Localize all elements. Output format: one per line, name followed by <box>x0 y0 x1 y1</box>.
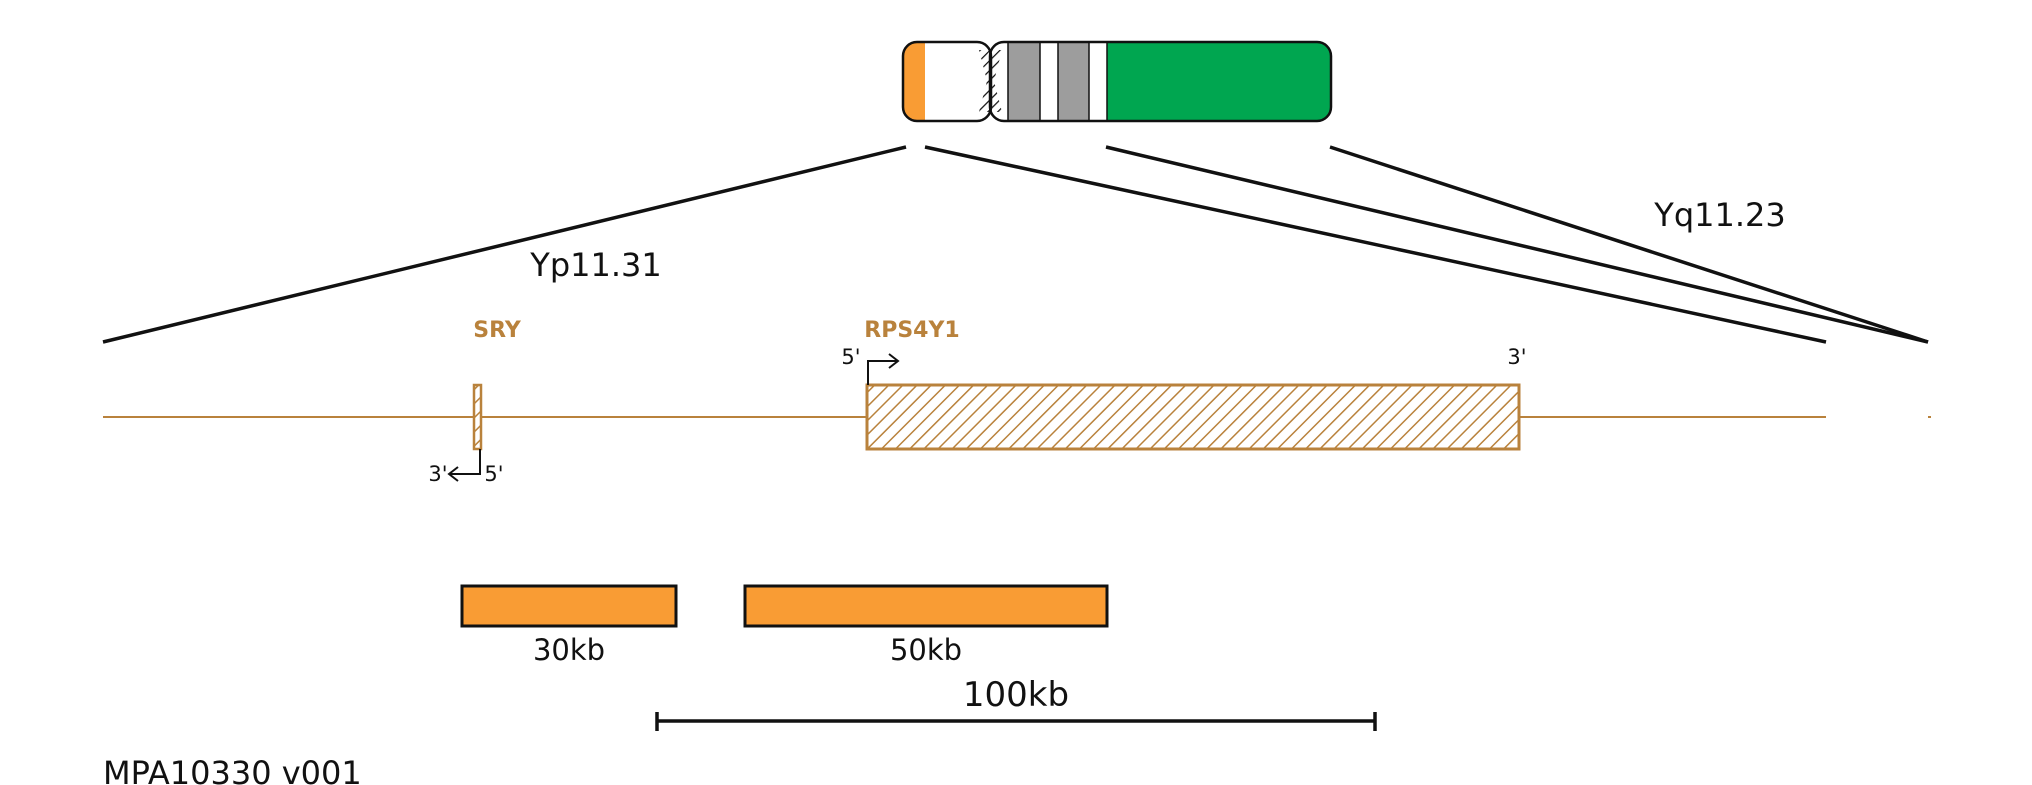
gene-sry: SRY 3' 5' <box>428 318 521 486</box>
zoom-line-p-left <box>102 145 907 344</box>
gene-rps4y1-body <box>865 383 1521 451</box>
sry-direction-arrow <box>449 449 481 475</box>
chromosome-ideogram <box>901 40 1333 123</box>
zoom-lines <box>102 145 1929 344</box>
probe-2: 50kb <box>743 584 1109 667</box>
sry-three-prime: 3' <box>428 462 447 486</box>
p-telomere-band <box>903 42 925 121</box>
p-arm <box>903 42 991 121</box>
product-code: MPA10330 v001 <box>103 754 362 785</box>
q-arm <box>990 42 1331 121</box>
band-label-p: Yp11.31 <box>529 246 661 284</box>
q-arm-outline <box>988 40 1333 123</box>
probe-1: 30kb <box>460 584 678 667</box>
gene-rps4y1-label: RPS4Y1 <box>864 318 959 343</box>
zoom-line-q-left <box>1105 145 1929 344</box>
q-band-grey-2 <box>1058 42 1089 121</box>
q-band-grey-1 <box>1008 42 1040 121</box>
rps4y1-five-prime: 5' <box>841 345 860 369</box>
q-band-green <box>1107 42 1331 121</box>
probe-1-size-label: 30kb <box>533 633 605 667</box>
band-label-q: Yq11.23 <box>1653 196 1785 234</box>
gene-sry-body <box>472 383 483 451</box>
rps4y1-direction-arrow <box>867 360 898 385</box>
gene-rps4y1: RPS4Y1 5' 3' <box>841 318 1527 451</box>
sry-five-prime: 5' <box>484 462 503 486</box>
rps4y1-three-prime: 3' <box>1507 345 1526 369</box>
zoom-line-q-right <box>1329 145 1929 344</box>
probe-2-size-label: 50kb <box>890 633 962 667</box>
probe-1-bar <box>460 584 678 628</box>
scale-bar: 100kb <box>655 675 1377 731</box>
scale-bar-label: 100kb <box>963 675 1069 715</box>
gene-sry-label: SRY <box>473 318 522 343</box>
zoom-line-p-right <box>924 145 1827 344</box>
probe-2-bar <box>743 584 1109 628</box>
